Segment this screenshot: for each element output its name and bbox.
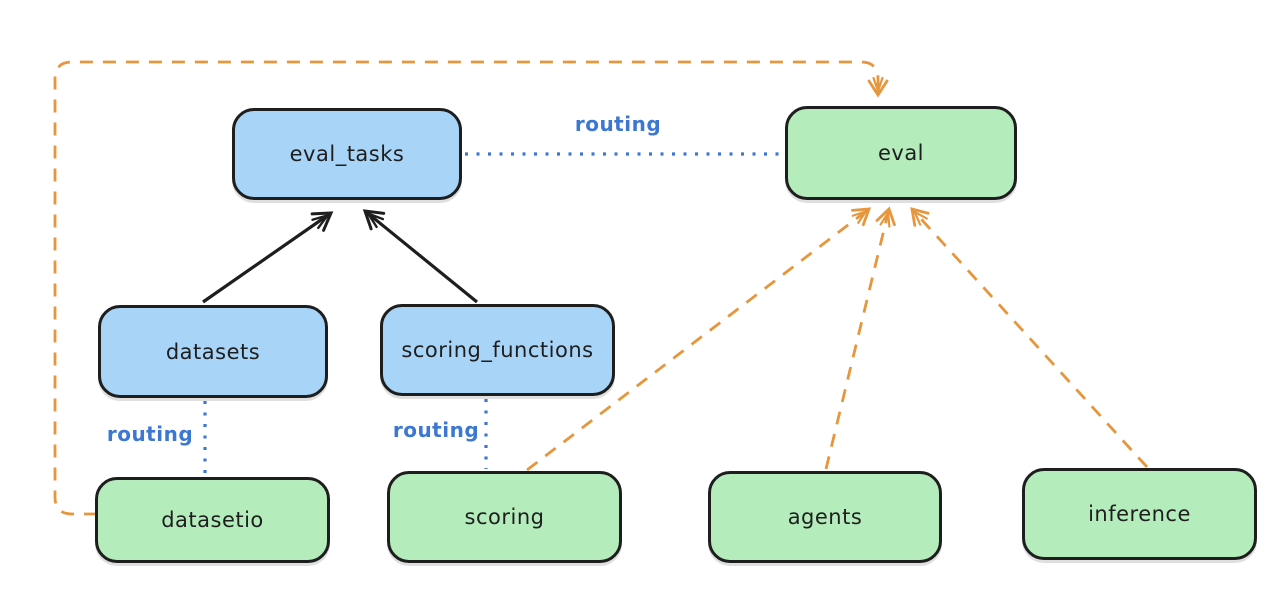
node-agents-label: agents — [787, 505, 863, 529]
node-scoring-functions-label: scoring_functions — [401, 338, 594, 362]
node-datasets: datasets — [98, 305, 328, 398]
node-scoring-functions: scoring_functions — [380, 304, 615, 396]
edge-scoring-functions-to-eval-tasks — [362, 209, 479, 304]
node-datasetio-label: datasetio — [161, 508, 264, 532]
node-datasets-label: datasets — [165, 339, 261, 364]
edge-inference-to-eval — [910, 207, 1149, 468]
node-datasetio: datasetio — [95, 477, 330, 563]
routing-label-eval-tasks-eval: routing — [574, 112, 662, 136]
routing-label-scoring-functions-scoring: routing — [392, 418, 480, 442]
edge-scoring-to-eval — [526, 207, 872, 472]
edge-agents-to-eval — [824, 206, 896, 470]
node-eval-tasks: eval_tasks — [232, 108, 462, 200]
node-scoring-label: scoring — [464, 505, 545, 529]
node-eval-label: eval — [877, 141, 925, 165]
node-inference-label: inference — [1088, 502, 1191, 526]
routing-label-datasets-datasetio: routing — [106, 422, 194, 446]
edge-datasets-to-eval-tasks — [202, 211, 334, 304]
node-agents: agents — [708, 471, 942, 563]
node-inference: inference — [1022, 468, 1257, 560]
node-eval-tasks-label: eval_tasks — [289, 142, 405, 166]
edge-datasetio-to-eval-loop — [53, 60, 889, 516]
node-scoring: scoring — [387, 471, 622, 563]
node-eval: eval — [785, 106, 1017, 200]
